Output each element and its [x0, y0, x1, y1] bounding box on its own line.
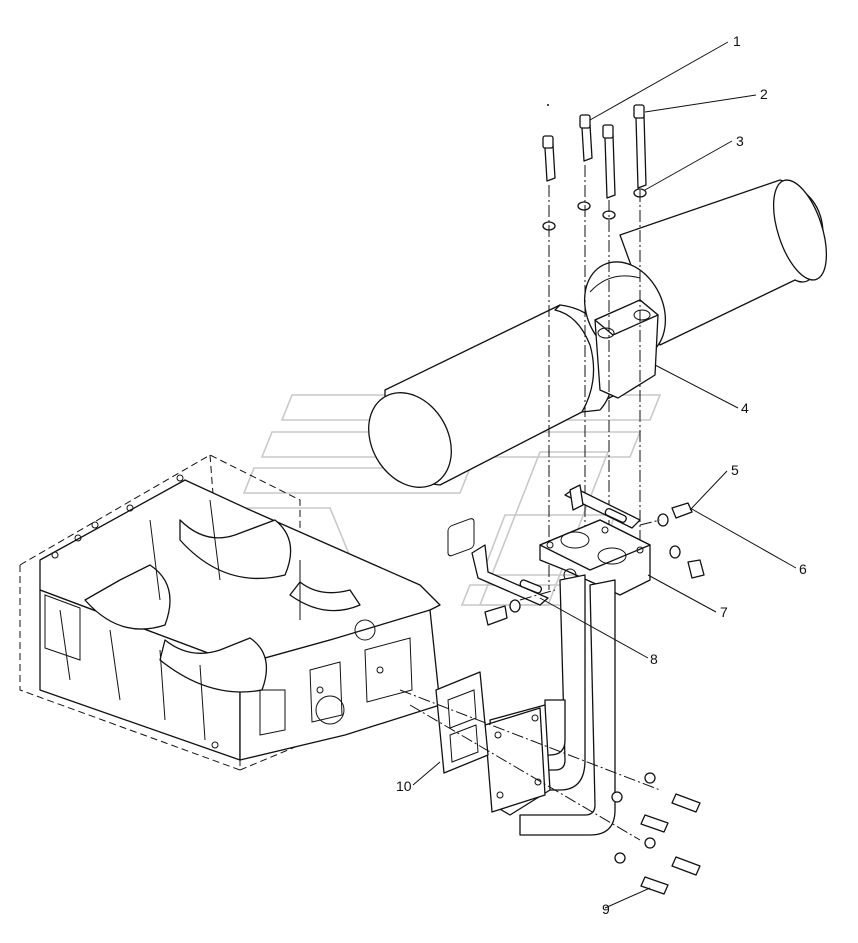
callout-leaders	[412, 41, 797, 909]
callout-1: 1	[733, 33, 741, 49]
pipe-flange	[484, 704, 551, 816]
callout-7: 7	[720, 604, 728, 620]
callout-labels: 1 2 3 4 5 6 7 8 9 10	[396, 33, 807, 917]
side-bolts	[484, 502, 705, 626]
callout-9: 9	[602, 901, 610, 917]
engine-block	[19, 454, 441, 771]
callout-3: 3	[736, 133, 744, 149]
callout-4: 4	[741, 400, 749, 416]
callout-6: 6	[799, 561, 807, 577]
callout-2: 2	[760, 86, 768, 102]
callout-5: 5	[731, 462, 739, 478]
callout-10: 10	[396, 778, 412, 794]
lower-bolts	[611, 772, 701, 895]
filter-housing	[368, 179, 828, 488]
upper-bolts	[542, 104, 647, 590]
brackets	[471, 484, 651, 606]
gasket	[435, 518, 489, 774]
callout-8: 8	[650, 651, 658, 667]
